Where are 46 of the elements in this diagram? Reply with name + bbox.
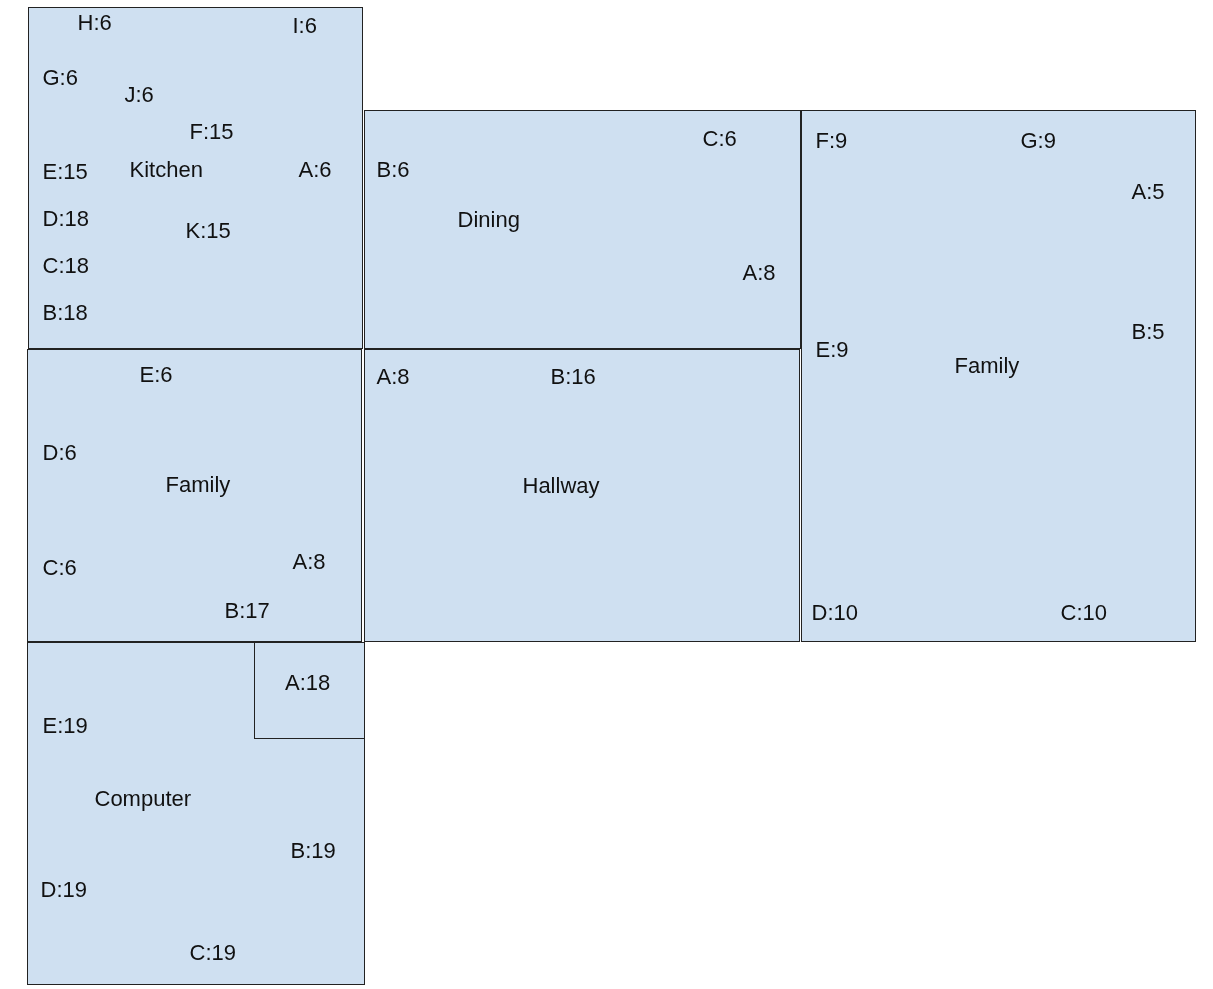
measurement-label: K:15	[185, 217, 231, 244]
room-name: Family	[165, 471, 231, 498]
room-name: Dining	[457, 206, 520, 233]
measurement-label: B:6	[376, 156, 410, 183]
measurement-label: C:19	[189, 939, 236, 966]
measurement-label: J:6	[124, 81, 154, 108]
room-box	[27, 642, 365, 985]
room-box	[253, 641, 365, 739]
measurement-label: A:8	[292, 548, 326, 575]
measurement-label: F:9	[815, 127, 848, 154]
measurement-label: D:18	[42, 205, 89, 232]
measurement-label: C:10	[1060, 599, 1107, 626]
measurement-label: E:6	[139, 361, 173, 388]
measurement-label: G:9	[1020, 127, 1056, 154]
measurement-label: E:9	[815, 336, 849, 363]
measurement-label: B:5	[1131, 318, 1165, 345]
measurement-label: I:6	[292, 12, 317, 39]
measurement-label: H:6	[77, 9, 112, 36]
measurement-label: A:8	[742, 259, 776, 286]
measurement-label: B:19	[290, 837, 336, 864]
room-name: Hallway	[522, 472, 600, 499]
room-box	[364, 349, 800, 642]
measurement-label: E:19	[42, 712, 88, 739]
measurement-label: C:6	[42, 554, 77, 581]
room-box	[364, 110, 801, 349]
measurement-label: C:18	[42, 252, 89, 279]
room-name: Kitchen	[129, 156, 203, 183]
measurement-label: A:6	[298, 156, 332, 183]
measurement-label: B:18	[42, 299, 88, 326]
measurement-label: A:18	[285, 670, 331, 696]
measurement-label: D:10	[811, 599, 858, 626]
room-box	[28, 7, 363, 349]
measurement-label: B:17	[224, 597, 270, 624]
measurement-label: A:5	[1131, 178, 1165, 205]
measurement-label: C:6	[702, 125, 737, 152]
measurement-label: E:15	[42, 158, 88, 185]
measurement-label: D:6	[42, 439, 77, 466]
room-name: Computer	[94, 785, 192, 812]
room-box	[801, 110, 1196, 642]
measurement-label: G:6	[42, 64, 78, 91]
measurement-label: A:8	[376, 363, 410, 390]
room-name: Family	[954, 352, 1020, 379]
measurement-label: D:19	[40, 876, 87, 903]
measurement-label: F:15	[189, 118, 234, 145]
room-box	[27, 349, 362, 642]
measurement-label: B:16	[550, 363, 596, 390]
